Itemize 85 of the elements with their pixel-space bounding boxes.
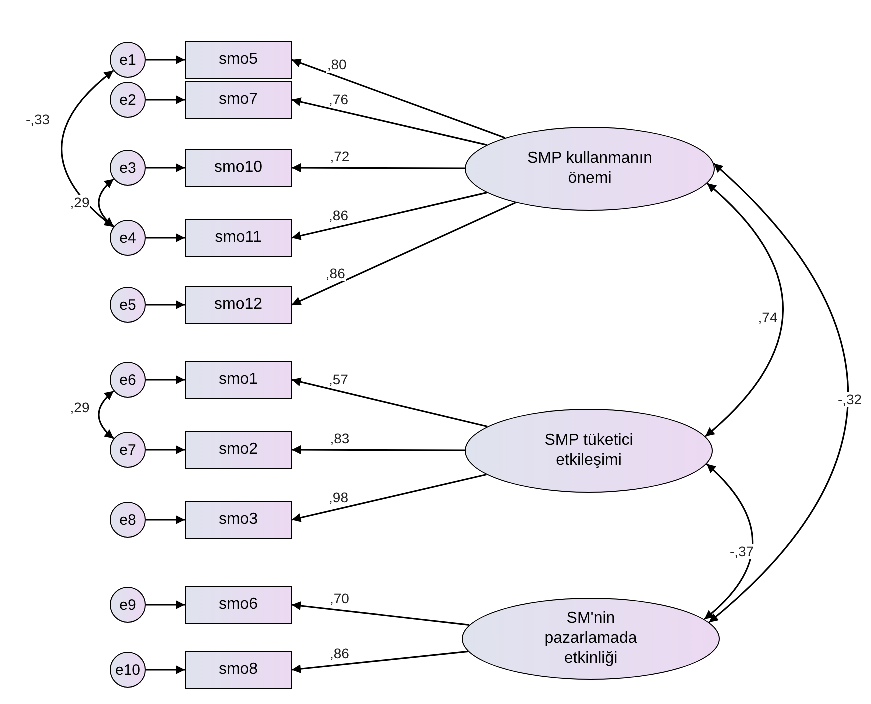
node-label: smo11: [215, 229, 262, 247]
arrow: [146, 234, 185, 242]
edge-label: ,29: [69, 195, 91, 211]
node-label: smo3: [218, 511, 258, 529]
error-circle: [110, 502, 146, 538]
arrow: [146, 516, 185, 524]
error-circle: [110, 287, 146, 323]
curved-arrow: [705, 182, 784, 438]
node-label: smo8: [218, 661, 258, 679]
node-label: smo6: [218, 596, 258, 614]
edge-label: -,37: [728, 544, 756, 560]
curved-arrow: [98, 178, 114, 228]
error-circle: [110, 42, 146, 78]
node-label: e10: [115, 662, 141, 678]
node-label: smo5: [218, 51, 258, 69]
variable-box: [185, 501, 292, 539]
edge-label: -,32: [836, 392, 864, 408]
edge-label: ,57: [328, 372, 350, 388]
node-label: e7: [120, 442, 136, 458]
node-label: smo1: [218, 371, 258, 389]
node-label: e9: [120, 596, 136, 614]
arrow: [292, 58, 506, 139]
arrow: [146, 446, 185, 454]
variable-box: [185, 361, 292, 399]
variable-box: [185, 81, 292, 119]
error-circle: [110, 220, 146, 256]
error-circle: [110, 652, 146, 688]
node-label: SMP tüketici etkileşimi: [544, 431, 634, 471]
node-label: smo10: [214, 159, 263, 177]
error-circle: [110, 362, 146, 398]
arrow: [292, 602, 470, 626]
node-label: SM'nin pazarlamada etkinliği: [544, 609, 638, 669]
node-label: e4: [120, 230, 136, 246]
error-circle: [110, 82, 146, 118]
edge-label: ,80: [326, 58, 348, 74]
error-circle: [110, 587, 146, 623]
arrow: [146, 376, 185, 384]
edge-label: ,86: [329, 646, 350, 662]
curved-arrow: [708, 163, 849, 624]
error-circle: [110, 150, 146, 186]
node-label: e1: [120, 52, 136, 68]
arrow: [146, 56, 185, 64]
arrow: [146, 300, 185, 310]
node-label: e5: [120, 296, 136, 314]
variable-box: [185, 286, 292, 324]
node-label: smo2: [218, 441, 258, 459]
arrow: [292, 164, 465, 173]
edge-label: ,83: [329, 431, 351, 447]
arrow: [292, 378, 488, 428]
edge-label: ,72: [329, 149, 351, 165]
curved-arrow: [704, 464, 754, 620]
node-label: smo7: [218, 91, 258, 109]
variable-box: [185, 586, 292, 624]
arrow: [292, 446, 465, 455]
edge-label: ,70: [328, 592, 350, 608]
curved-arrow: [98, 390, 114, 440]
edge-label: ,29: [69, 400, 91, 416]
node-label: e6: [120, 372, 136, 388]
variable-box: [185, 219, 292, 257]
arrow: [146, 164, 185, 172]
arrow: [292, 650, 468, 674]
edge-label: ,86: [328, 208, 350, 224]
variable-box: [185, 41, 292, 79]
edge-label: -,33: [24, 112, 52, 128]
edge-label: ,86: [324, 266, 346, 282]
curved-arrow: [61, 70, 114, 228]
node-label: e3: [120, 160, 136, 176]
variable-box: [185, 651, 292, 689]
arrow: [146, 96, 185, 104]
node-label: smo12: [214, 296, 263, 314]
error-circle: [110, 432, 146, 468]
node-label: e8: [120, 512, 136, 528]
node-label: e2: [120, 92, 136, 108]
variable-box: [185, 431, 292, 469]
edge-label: ,76: [328, 92, 350, 108]
arrow: [146, 600, 185, 610]
arrow: [146, 666, 185, 674]
arrow: [292, 98, 488, 146]
node-label: SMP kullanmanın önemi: [526, 149, 654, 189]
arrow: [292, 474, 487, 522]
edge-label: ,98: [328, 490, 350, 506]
arrow: [292, 192, 488, 240]
arrow: [292, 202, 516, 306]
edge-label: ,74: [757, 310, 779, 326]
variable-box: [185, 149, 292, 187]
